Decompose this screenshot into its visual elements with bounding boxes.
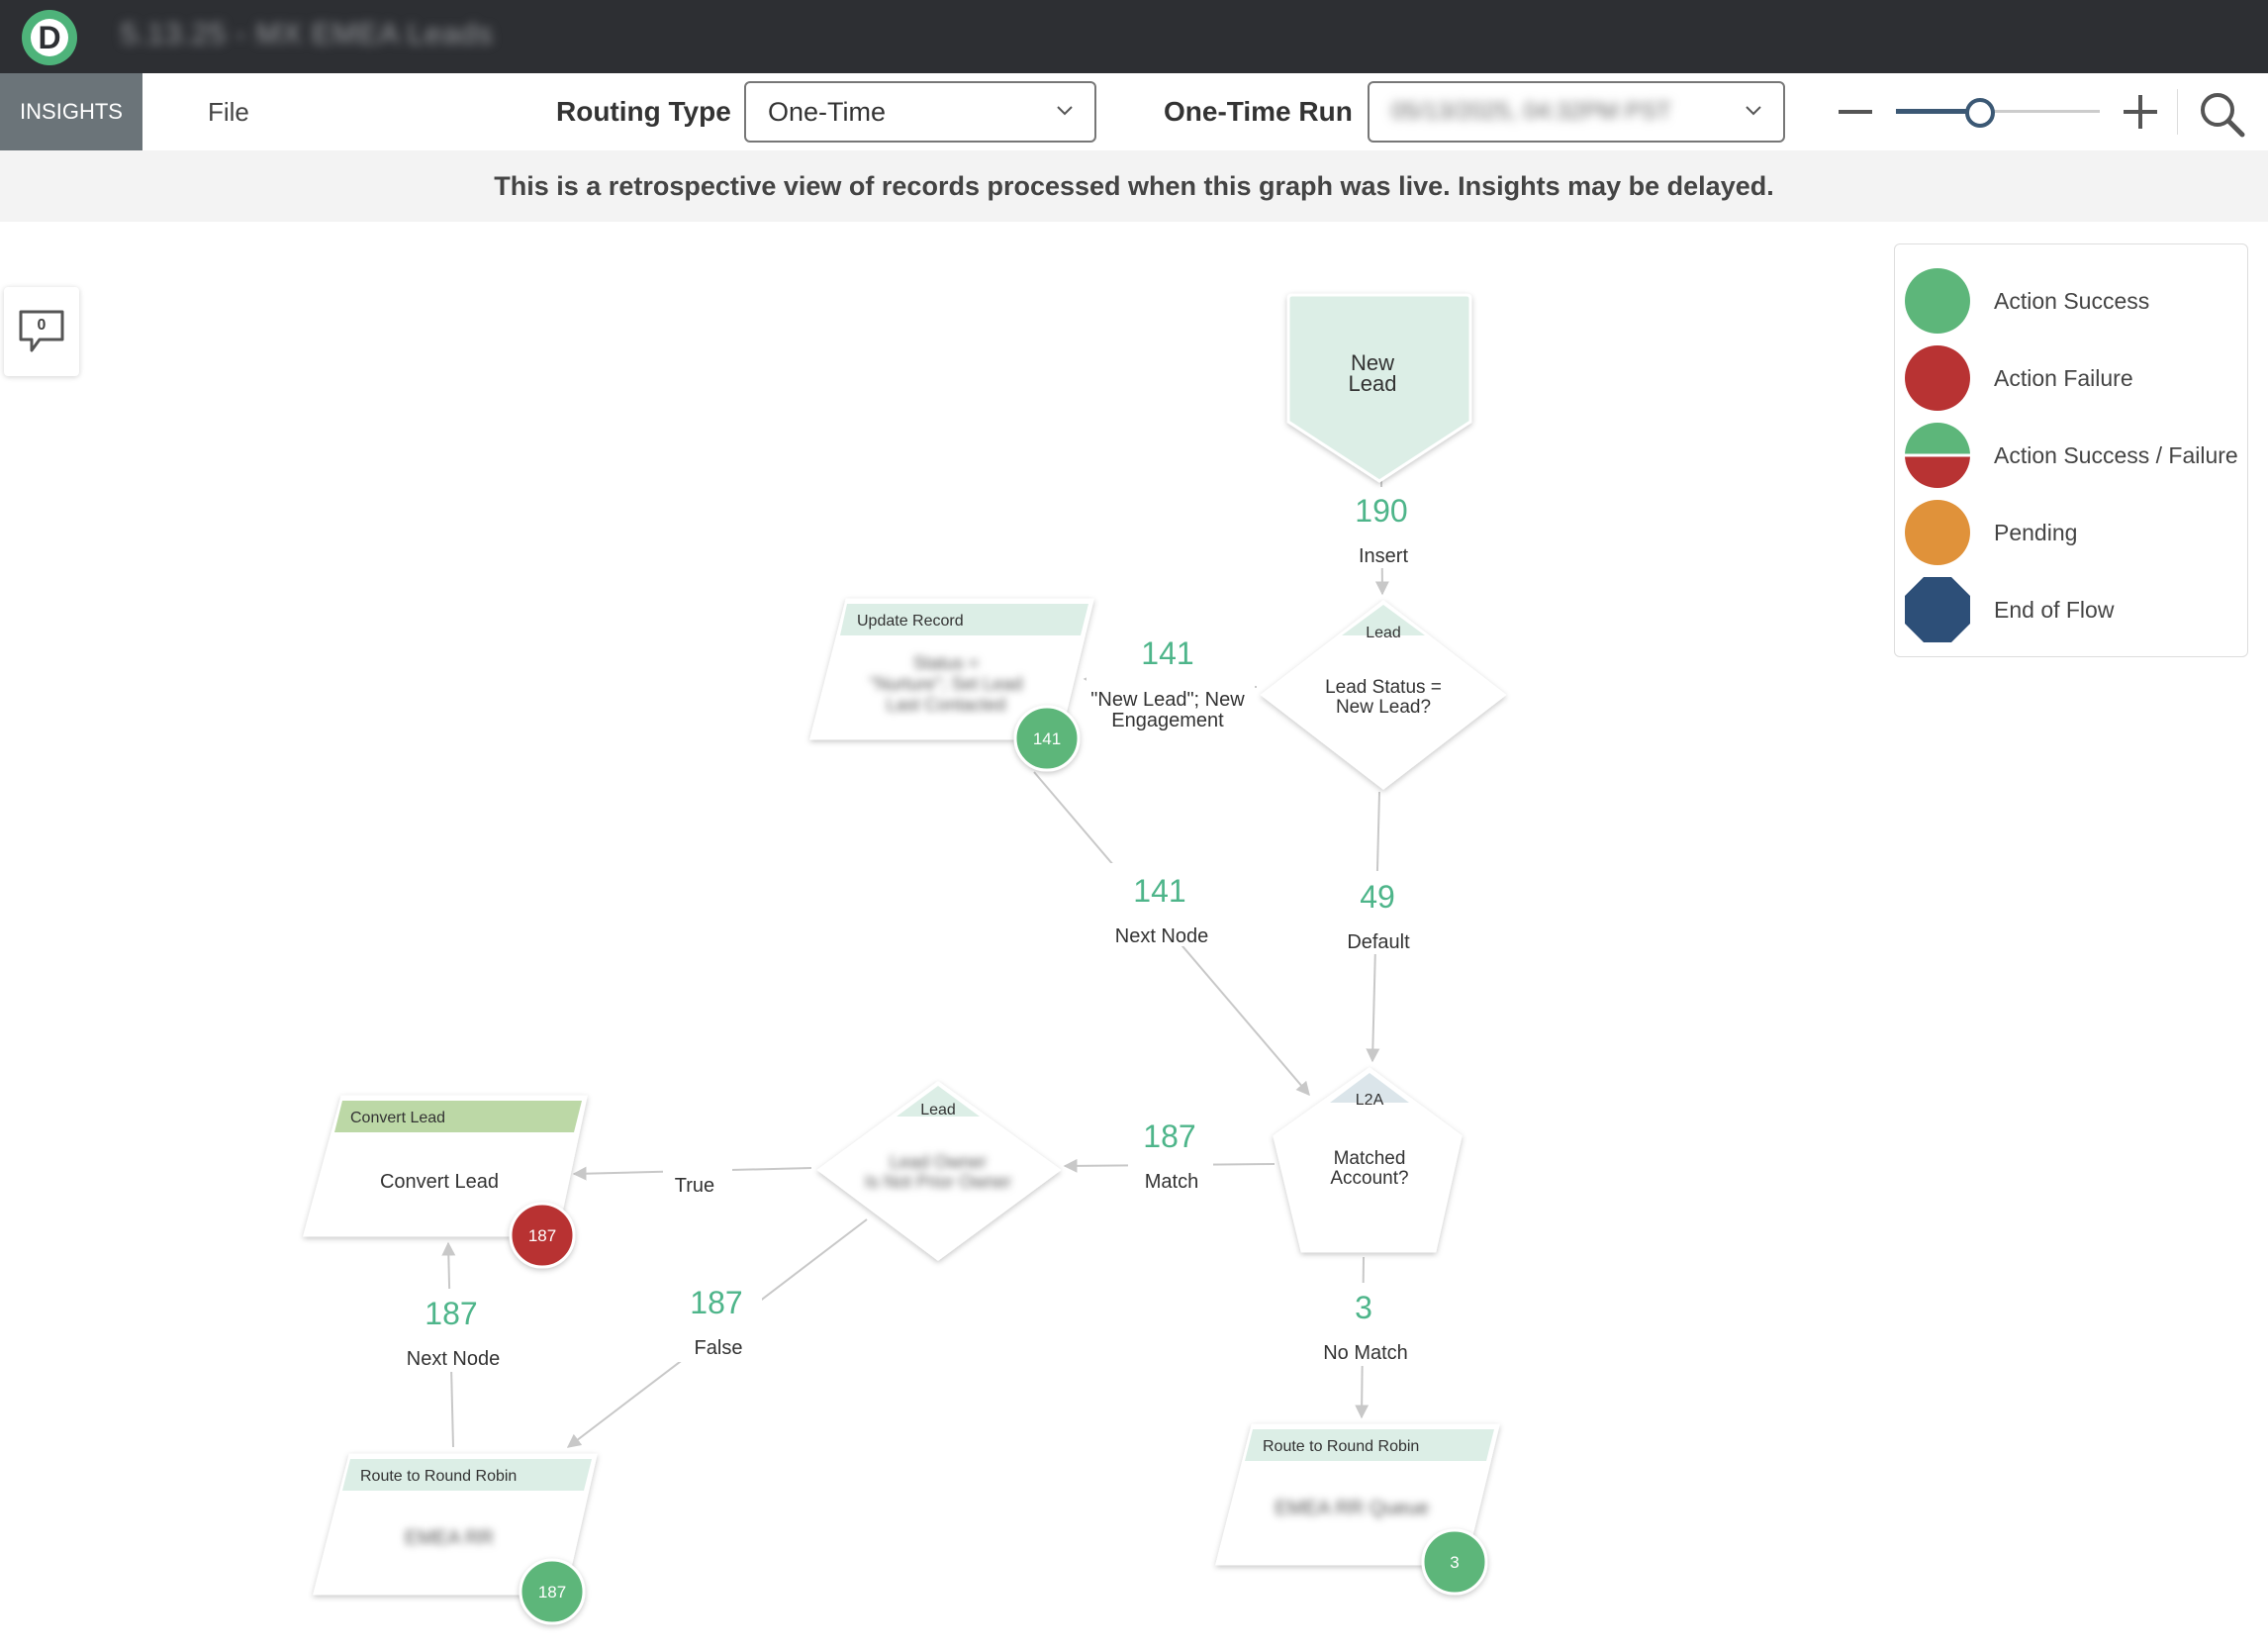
orange-circle-icon — [1905, 500, 1970, 565]
node-route-rr-left-body: EMEA RR — [405, 1527, 494, 1549]
node-matched-account-line2: Account? — [1330, 1168, 1408, 1189]
edge-label-default: Default — [1347, 931, 1410, 953]
red-circle-icon — [1905, 345, 1970, 411]
zoom-out-icon[interactable] — [1839, 110, 1872, 114]
edge-label-next-node-2: Next Node — [407, 1348, 501, 1370]
node-convert-lead-header: Convert Lead — [350, 1110, 445, 1126]
edge-label-match: Match — [1145, 1171, 1198, 1193]
node-update-record-header: Update Record — [857, 613, 964, 630]
node-route-rr-right-header: Route to Round Robin — [1263, 1438, 1419, 1455]
edge-label-new-lead-2: Engagement — [1111, 710, 1224, 731]
badge-route-rr-right — [1421, 1528, 1488, 1596]
node-lead-decision-line2: Is Not Prior Owner — [865, 1172, 1011, 1192]
node-route-rr-left[interactable]: Route to Round Robin EMEA RR 187 — [313, 1453, 598, 1625]
node-update-record[interactable]: Update Record Status = "Nurture"; Set Le… — [809, 598, 1094, 772]
legend-label: Action Failure — [1994, 365, 2133, 391]
retrospective-banner: This is a retrospective view of records … — [0, 150, 2268, 222]
edge-count-insert: 190 — [1355, 493, 1407, 529]
node-matched-account[interactable]: L2A Matched Account? — [1273, 1067, 1463, 1253]
node-new-lead[interactable]: New Lead — [1286, 293, 1472, 483]
comment-count: 0 — [37, 317, 47, 334]
node-lead-status-tag: Lead — [1366, 625, 1401, 641]
node-route-rr-right-body: EMEA RR Queue — [1275, 1498, 1429, 1519]
node-new-lead-label-1: New — [1351, 350, 1394, 375]
node-matched-account-line1: Matched — [1334, 1148, 1406, 1169]
edge-count-new-lead: 141 — [1141, 635, 1193, 671]
logo-letter: D — [31, 19, 68, 56]
legend-item-action-failure: Action Failure — [1905, 345, 2241, 411]
legend-item-pending: Pending — [1905, 500, 2241, 565]
chevron-down-icon — [1746, 106, 1761, 116]
toolbar: INSIGHTS File Routing Type One-Time One-… — [0, 73, 2268, 151]
zoom-slider-handle[interactable] — [1965, 98, 1995, 128]
node-new-lead-label-2: Lead — [1349, 371, 1397, 396]
badge-convert-lead — [509, 1202, 576, 1269]
badge-route-rr-left — [519, 1558, 586, 1625]
split-circle-icon — [1905, 423, 1970, 488]
zoom-slider-fill — [1896, 109, 1979, 114]
node-convert-lead-body: Convert Lead — [380, 1171, 499, 1193]
node-matched-account-tag: L2A — [1356, 1092, 1384, 1109]
legend-item-action-success: Action Success — [1905, 268, 2241, 334]
badge-route-rr-left-count: 187 — [538, 1583, 566, 1602]
octagon-icon — [1905, 577, 1970, 642]
routing-type-select[interactable]: One-Time — [744, 81, 1096, 143]
node-update-record-line3: Last Contacted — [886, 695, 1005, 715]
edge-count-no-match: 3 — [1355, 1290, 1372, 1325]
legend-label: Action Success / Failure — [1994, 442, 2238, 468]
node-lead-decision-tag: Lead — [920, 1102, 956, 1118]
node-route-rr-right[interactable]: Route to Round Robin EMEA RR Queue 3 — [1215, 1423, 1500, 1596]
node-lead-status-line1: Lead Status = — [1325, 677, 1442, 698]
one-time-run-select[interactable]: 05/13/2025, 04:32PM PST — [1368, 81, 1785, 143]
app-logo[interactable]: D — [22, 10, 77, 65]
node-lead-decision-line1: Lead Owner — [890, 1152, 987, 1172]
node-lead-decision[interactable]: Lead Lead Owner Is Not Prior Owner — [816, 1081, 1062, 1261]
node-convert-lead[interactable]: Convert Lead Convert Lead 187 — [303, 1095, 588, 1269]
one-time-run-value: 05/13/2025, 04:32PM PST — [1391, 98, 1671, 125]
node-route-rr-left-header: Route to Round Robin — [360, 1468, 517, 1485]
edge-label-no-match: No Match — [1323, 1342, 1408, 1364]
edge-count-next-node-2: 187 — [425, 1296, 477, 1331]
badge-route-rr-right-count: 3 — [1450, 1553, 1459, 1572]
edge-count-next-node-1: 141 — [1133, 873, 1185, 909]
legend-item-action-success-failure: Action Success / Failure — [1905, 423, 2241, 488]
edge-label-insert: Insert — [1359, 545, 1408, 567]
node-lead-status[interactable]: Lead Lead Status = New Lead? — [1260, 600, 1507, 790]
green-circle-icon — [1905, 268, 1970, 334]
badge-update-record — [1013, 705, 1081, 772]
badge-update-record-count: 141 — [1033, 729, 1061, 748]
routing-type-value: One-Time — [768, 97, 887, 127]
one-time-run-label: One-Time Run — [1164, 96, 1353, 127]
node-lead-status-line2: New Lead? — [1336, 697, 1431, 718]
node-update-record-line2: "Nurture"; Set Lead — [870, 674, 1023, 694]
edge-label-true: True — [675, 1175, 714, 1197]
graph-title: 5.13.25 - MX EMEA Leads — [121, 18, 494, 50]
legend-label: Pending — [1994, 520, 2078, 545]
edge-count-match: 187 — [1143, 1118, 1195, 1154]
routing-type-label: Routing Type — [556, 96, 731, 127]
legend: Action Success Action Failure Action Suc… — [1894, 243, 2248, 657]
badge-convert-lead-count: 187 — [528, 1226, 556, 1245]
zoom-slider[interactable] — [1896, 110, 2100, 113]
legend-item-end-of-flow: End of Flow — [1905, 577, 2241, 642]
tab-insights[interactable]: INSIGHTS — [0, 73, 142, 150]
edge-count-default: 49 — [1360, 879, 1395, 915]
edge-label-false: False — [695, 1337, 743, 1359]
comments-button[interactable]: 0 — [4, 287, 79, 376]
comment-icon — [19, 310, 64, 352]
toolbar-divider — [2177, 89, 2178, 135]
legend-label: End of Flow — [1994, 597, 2115, 623]
title-bar: D 5.13.25 - MX EMEA Leads — [0, 0, 2268, 73]
legend-label: Action Success — [1994, 288, 2150, 314]
edge-count-false: 187 — [690, 1285, 742, 1320]
zoom-in-icon-bar[interactable] — [2138, 95, 2142, 129]
node-update-record-line1: Status = — [913, 653, 980, 673]
edge-label-next-node-1: Next Node — [1115, 925, 1209, 947]
search-icon[interactable] — [2197, 89, 2246, 139]
tab-file[interactable]: File — [208, 97, 249, 127]
chevron-down-icon — [1057, 106, 1073, 116]
edge-label-new-lead-1: "New Lead"; New — [1090, 689, 1245, 711]
